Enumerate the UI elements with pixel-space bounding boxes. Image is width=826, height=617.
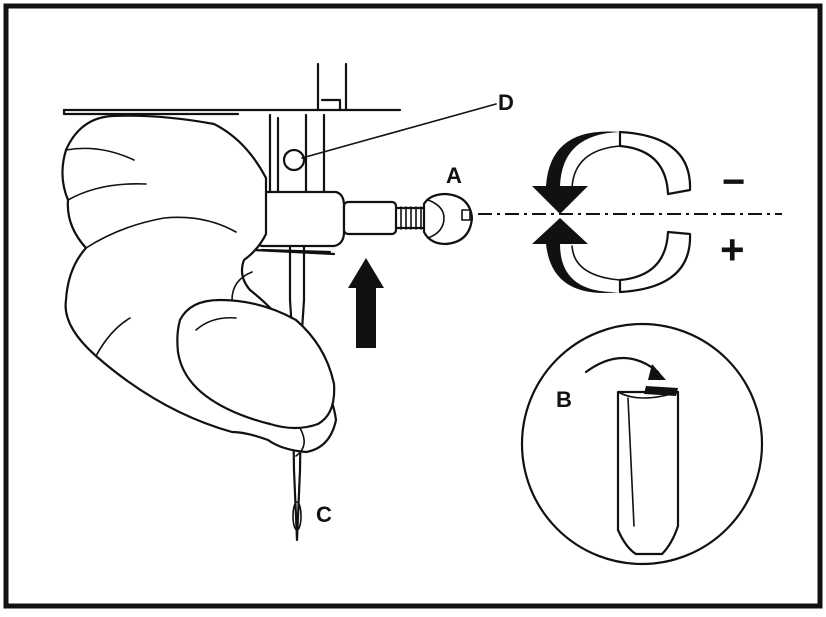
label-plus: + (720, 226, 745, 273)
needle-eye (292, 501, 302, 531)
label-a: A (446, 163, 462, 188)
sewing-needle (288, 243, 306, 542)
hand-holding-needle (61, 114, 338, 457)
needle-clamp-screw (394, 192, 474, 246)
push-up-arrow (348, 258, 384, 348)
leader-line-d (301, 103, 497, 159)
needle-bar (268, 113, 326, 202)
needle-clamp (244, 190, 398, 256)
rotation-indicator (532, 130, 692, 294)
needle-bar-hole (282, 148, 306, 172)
label-minus: − (722, 160, 745, 204)
label-b: B (556, 387, 572, 412)
label-c: C (316, 502, 332, 527)
label-d: D (498, 90, 514, 115)
machine-head (62, 62, 402, 116)
needle-flat-side-inset (520, 322, 764, 566)
